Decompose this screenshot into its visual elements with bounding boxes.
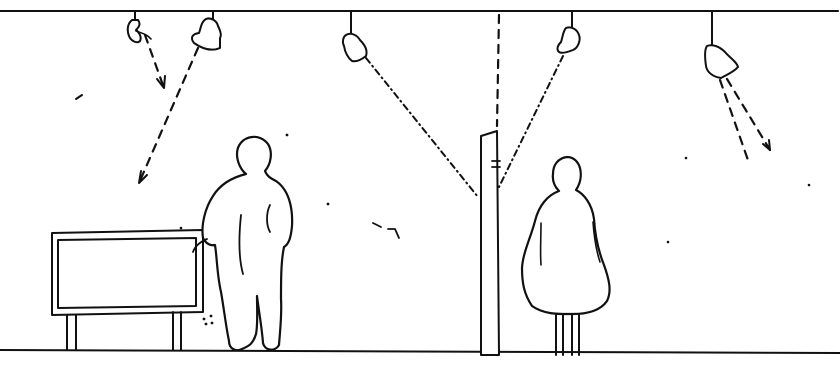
- spotlight-3-beam: [366, 58, 478, 197]
- person-man: [193, 137, 292, 350]
- center-post: [481, 131, 499, 355]
- floor-line: [0, 350, 840, 353]
- center-post-beam: [497, 15, 499, 126]
- display-panel: [52, 230, 203, 350]
- spotlight-2-beam: [139, 48, 198, 183]
- spotlight-1: [128, 11, 165, 88]
- spotlight-1-beam: [145, 35, 164, 88]
- spotlight-2: [139, 11, 221, 183]
- spotlight-3: [343, 11, 478, 197]
- spotlight-5: [705, 11, 770, 163]
- person-woman: [522, 157, 610, 355]
- spotlight-5-beam-b: [727, 79, 770, 150]
